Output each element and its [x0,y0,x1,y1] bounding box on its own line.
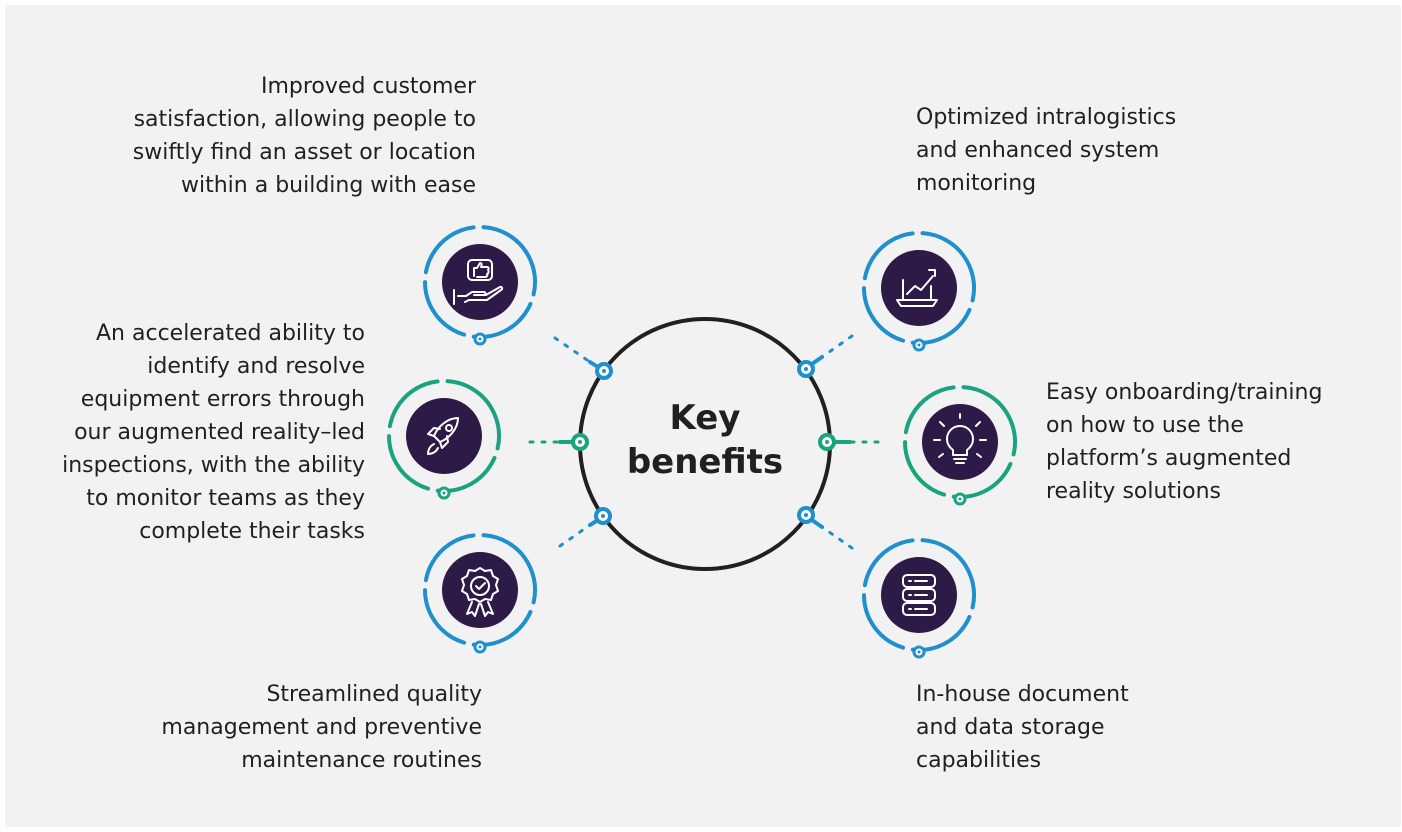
connector-top-left [553,336,613,380]
node-onboarding [903,385,1017,506]
node-data-storage [862,538,976,659]
node-equipment-errors [387,379,501,500]
quality-badge-icon [461,567,499,617]
benefit-data-storage-text: In-house document and data storage capab… [916,682,1129,773]
benefit-equipment-errors-text: An accelerated ability to identify and r… [62,321,365,544]
connector-top-right [797,334,854,378]
node-intralogistics [862,231,976,352]
server-storage-icon [902,574,936,616]
benefit-intralogistics-text: Optimized intralogistics and enhanced sy… [916,105,1177,196]
connector-mid-right [818,433,880,451]
laptop-growth-chart-icon [896,269,938,307]
lightbulb-icon [933,413,987,464]
center-title: Key benefits [626,398,784,482]
connector-bottom-right [797,506,854,550]
benefit-quality-management-text: Streamlined quality management and preve… [161,682,482,773]
benefit-onboarding-text: Easy onboarding/training on how to use t… [1046,380,1323,504]
node-quality-management [423,533,537,654]
background-panel [5,5,1401,827]
connector-mid-left [528,433,589,451]
connector-bottom-left [558,507,612,548]
benefit-customer-satisfaction-text: Improved customer satisfaction, allowing… [132,74,476,198]
rocket-icon [427,417,459,455]
node-customer-satisfaction [423,225,537,346]
thumbs-up-hand-icon [453,259,504,305]
